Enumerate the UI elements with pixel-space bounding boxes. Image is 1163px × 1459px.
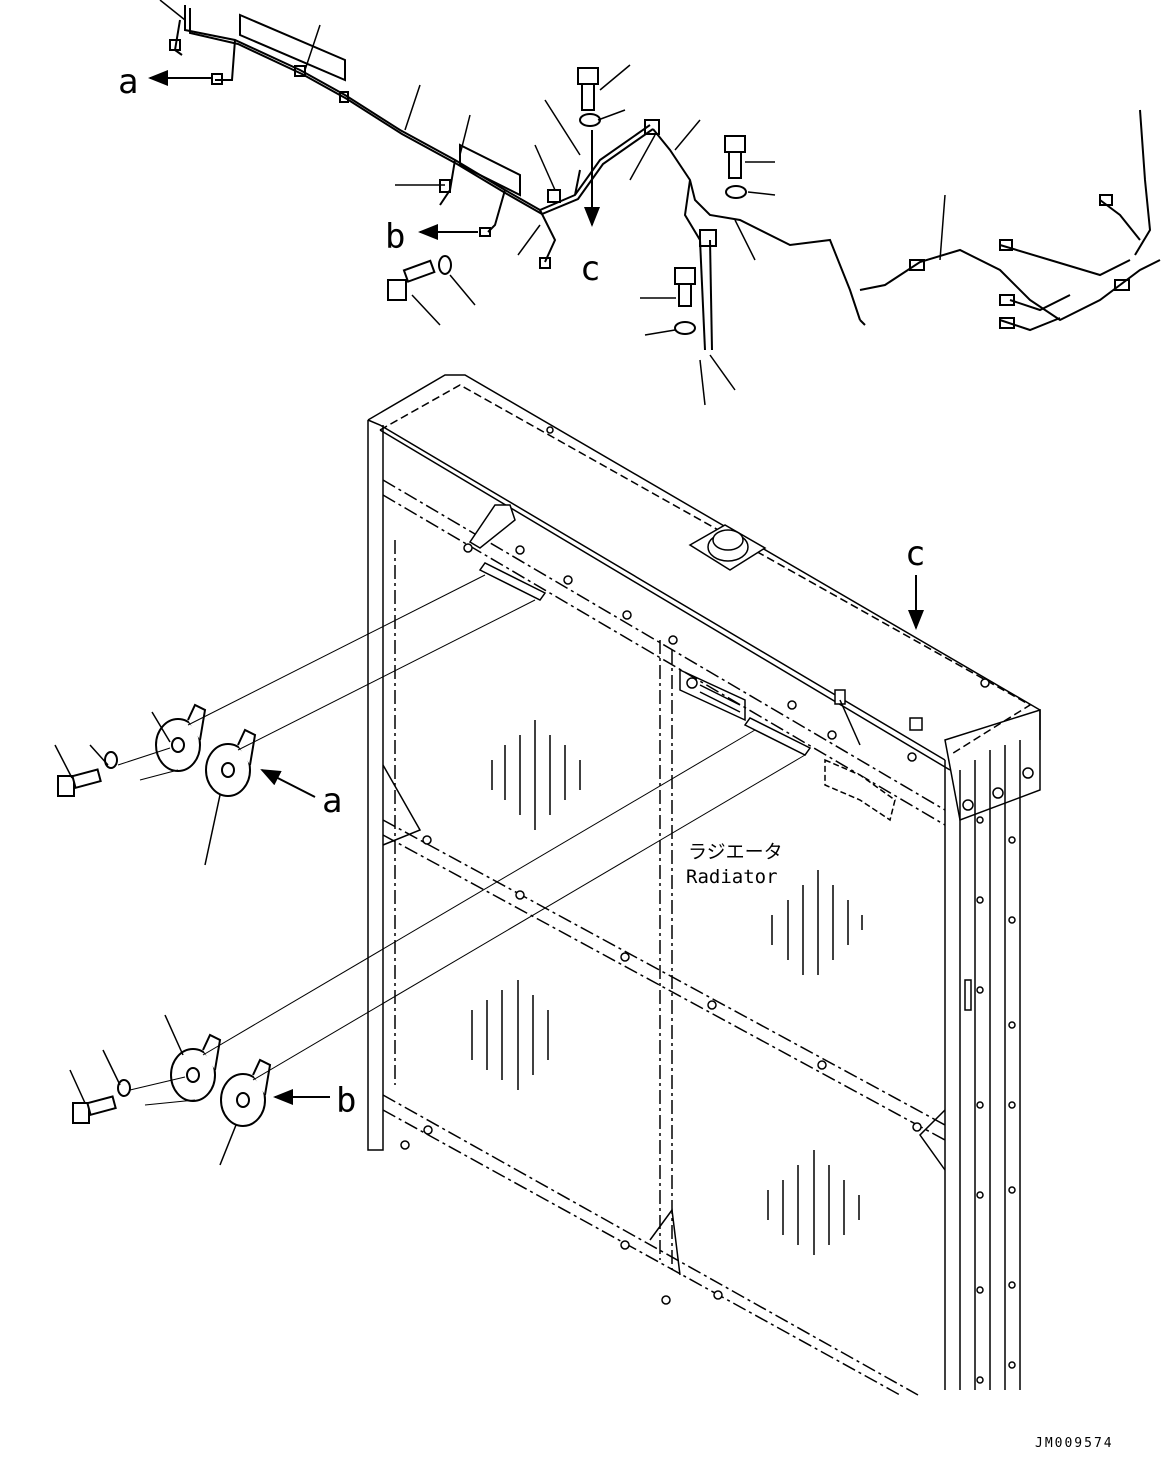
radiator-nameplate — [679, 668, 746, 722]
label-a-horn: a — [322, 781, 342, 821]
leader-lines-top — [159, 0, 946, 406]
arrows-top — [148, 70, 600, 240]
radiator-cap — [468, 504, 972, 1011]
fin-hatching — [471, 720, 863, 1255]
label-b-horn: b — [336, 1081, 356, 1121]
horn-upper-pair — [155, 703, 257, 797]
horn-lower-pair — [170, 1033, 272, 1127]
label-c-top: c — [580, 249, 600, 289]
leader-lines-horns — [54, 711, 237, 1166]
assembly-lines — [117, 574, 806, 1106]
label-a-top: a — [118, 62, 138, 102]
label-b-top: b — [385, 217, 405, 257]
frame-bolt-holes — [400, 426, 1034, 1384]
horn-mount-slots — [478, 562, 812, 756]
wiring-harness — [169, 5, 1161, 351]
radiator-label-en: Radiator — [686, 866, 778, 888]
horn-bolts — [57, 751, 131, 1124]
label-c-frame: c — [905, 534, 925, 574]
radiator-frame — [367, 374, 1041, 1396]
radiator-label-jp: ラジエータ — [688, 841, 783, 863]
arrows-horns — [260, 575, 924, 1105]
drawing-code: JM009574 — [1035, 1436, 1114, 1451]
